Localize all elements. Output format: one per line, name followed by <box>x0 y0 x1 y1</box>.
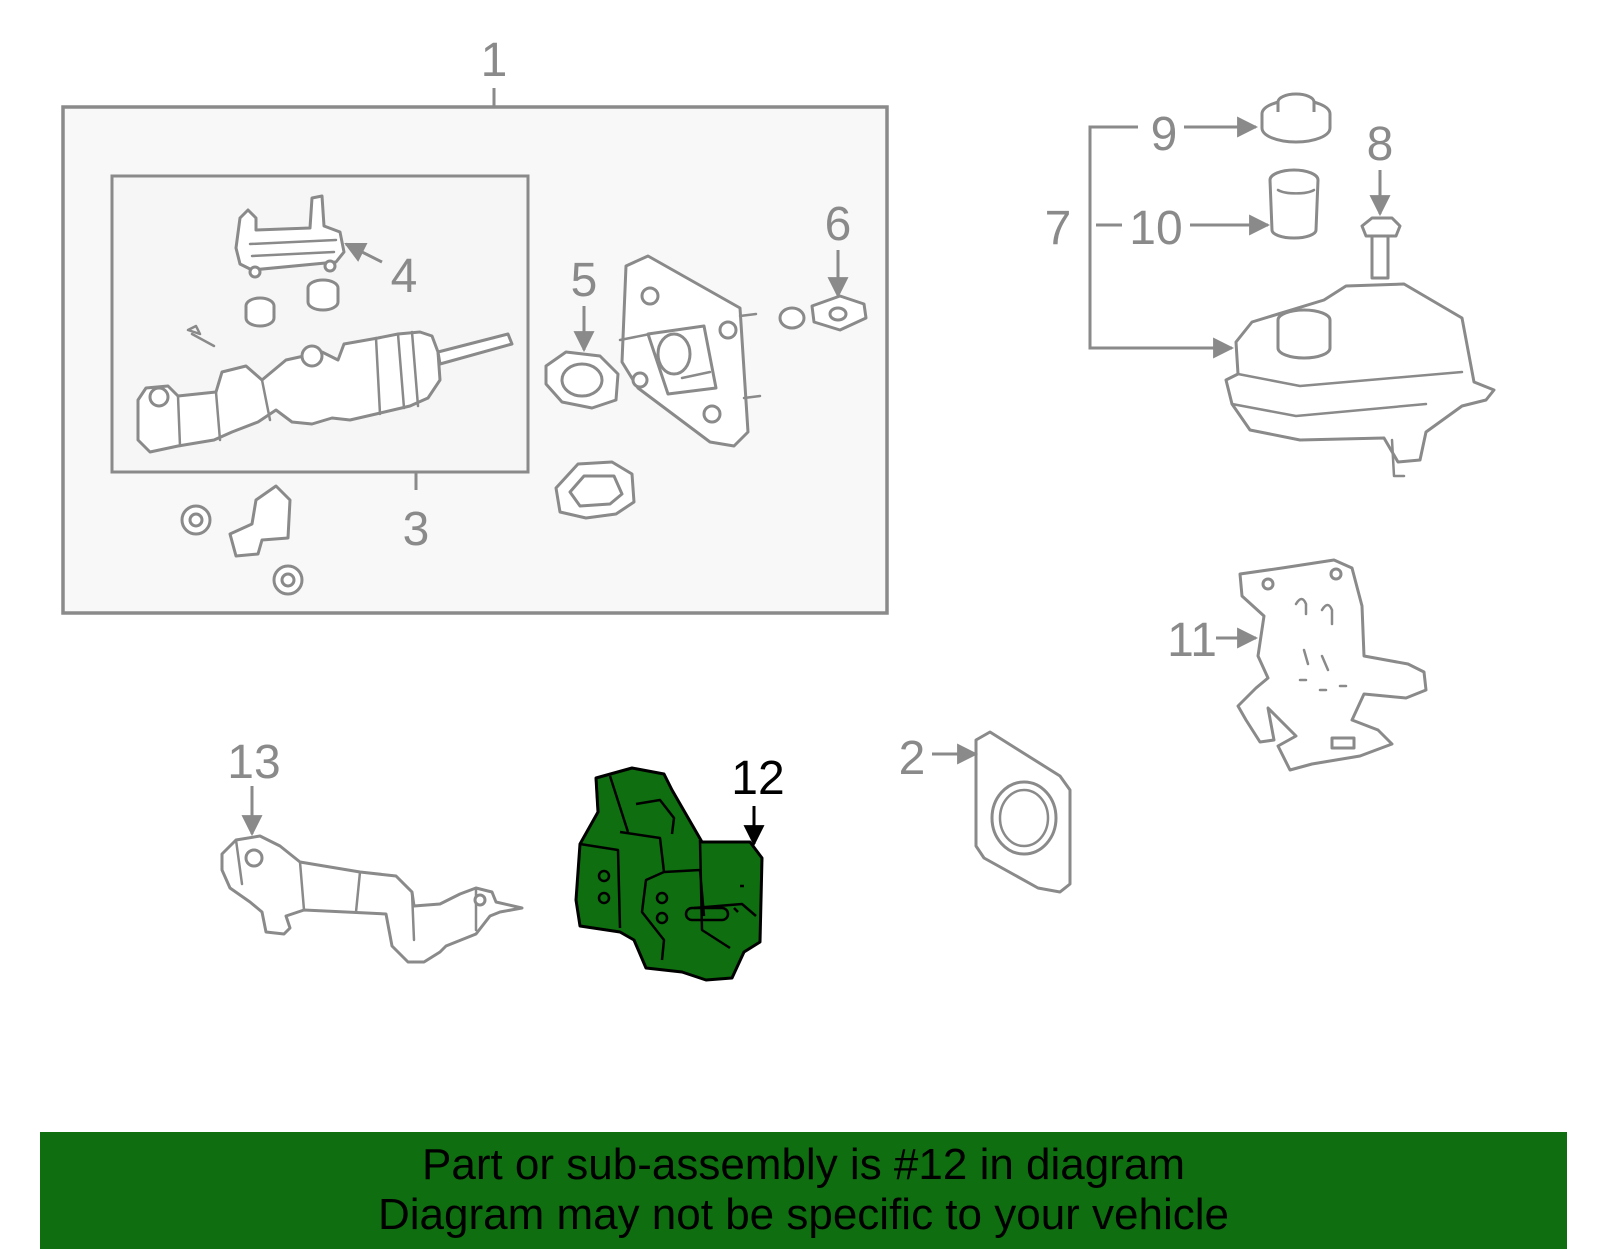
callout-2: 2 <box>899 732 926 785</box>
leader-4 <box>344 242 383 264</box>
part-11-bracket <box>1236 558 1428 772</box>
callout-9: 9 <box>1151 108 1178 161</box>
callout-8: 8 <box>1367 118 1394 171</box>
callout-3: 3 <box>403 503 430 556</box>
callout-11: 11 <box>1167 614 1217 667</box>
part-booster-plate <box>618 254 762 448</box>
callout-6: 6 <box>825 198 852 251</box>
callout-13: 13 <box>227 736 280 789</box>
part-6-clevis <box>778 294 868 332</box>
part-nuts-bracket <box>180 484 304 596</box>
part-hose-clip <box>554 460 636 520</box>
part-9-cap <box>1260 92 1332 144</box>
reservoir-group-7 <box>1088 116 1271 359</box>
callout-7: 7 <box>1045 202 1072 255</box>
part-13-bracket <box>220 834 524 964</box>
info-banner: Part or sub-assembly is #12 in diagram D… <box>40 1132 1567 1249</box>
part-5-gasket <box>544 350 620 410</box>
callout-1: 1 <box>481 34 508 87</box>
callout-12: 12 <box>731 752 784 805</box>
banner-line-1: Part or sub-assembly is #12 in diagram <box>422 1140 1185 1189</box>
part-8-bolt <box>1360 216 1402 280</box>
part-12-actuator-highlighted <box>574 766 764 982</box>
callout-10: 10 <box>1129 202 1182 255</box>
part-4-reservoir-mount <box>234 194 346 328</box>
callout-4: 4 <box>391 250 418 303</box>
callout-5: 5 <box>571 254 598 307</box>
part-2-gasket <box>974 730 1072 894</box>
banner-line-2: Diagram may not be specific to your vehi… <box>377 1190 1230 1239</box>
part-reservoir-tank <box>1224 282 1496 478</box>
part-3-master-cylinder <box>136 324 514 454</box>
part-10-strainer <box>1268 168 1320 240</box>
